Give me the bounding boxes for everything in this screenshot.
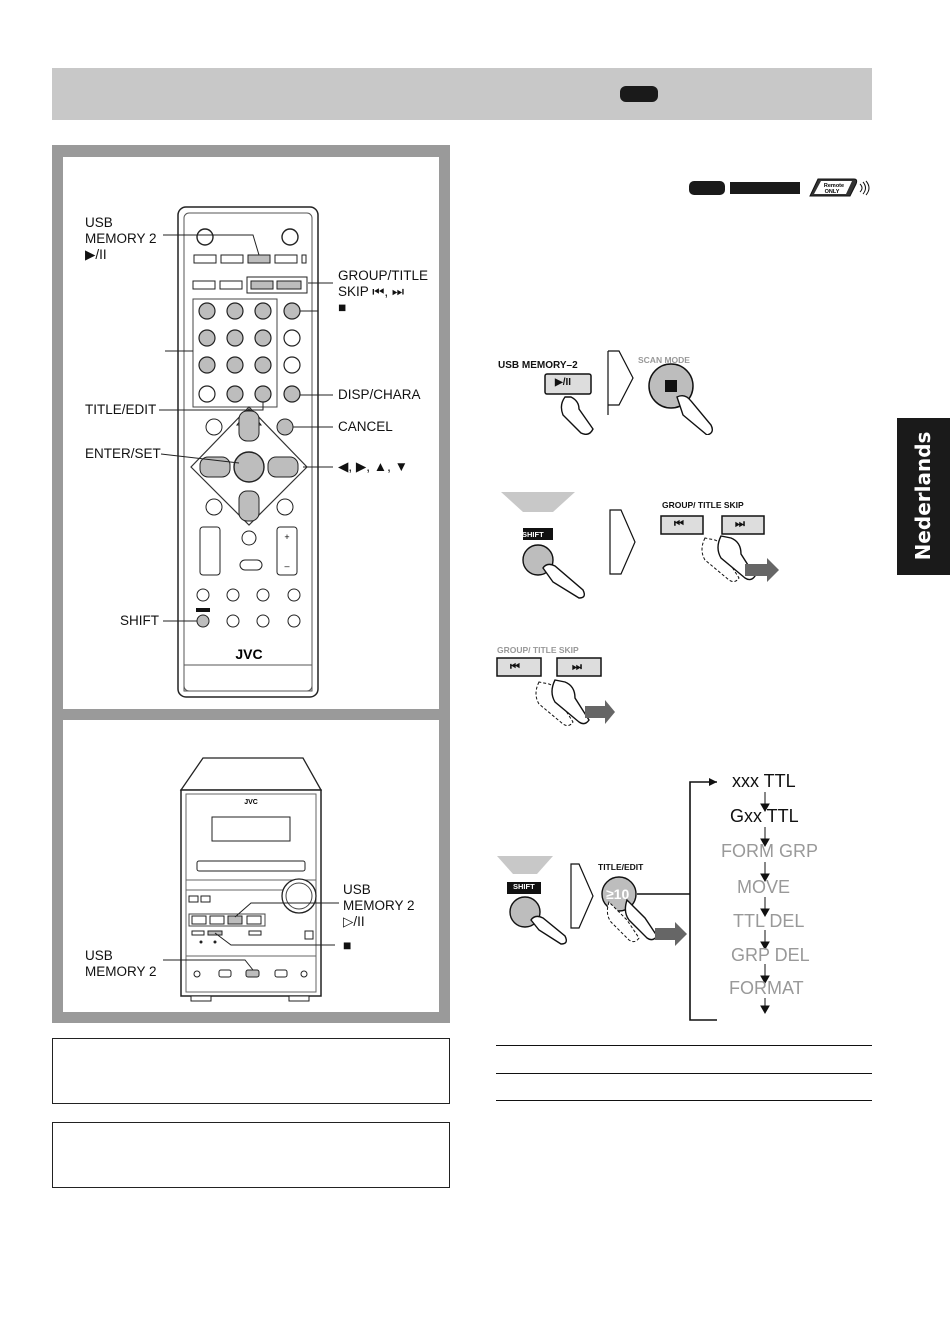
step3-group-title-skip-label: GROUP/ TITLE SKIP xyxy=(497,645,579,655)
step3-next-symbol: ⏭ xyxy=(572,661,582,673)
menu-item-format: FORMAT xyxy=(729,978,804,998)
remote-control-drawing: + – JVC xyxy=(159,206,333,698)
svg-text:–: – xyxy=(284,561,289,571)
label-title-edit: TITLE/EDIT xyxy=(85,402,157,417)
label-usb-memory-2: USB MEMORY 2 ▶/II xyxy=(85,215,157,262)
label-cursor-keys: ◀, ▶, ▲, ▼ xyxy=(338,459,408,474)
step2-prev-symbol: ⏮ xyxy=(674,518,684,530)
menu-item-gxx-ttl: Gxx TTL xyxy=(730,806,799,826)
main-unit-panel: JVC USB MEMORY 2 ▷/II ■ USB ME xyxy=(63,720,439,1012)
remote-brand-logo: JVC xyxy=(235,646,262,662)
note-box-1 xyxy=(52,1038,450,1104)
step1-usb-memory-label: USB MEMORY–2 xyxy=(498,360,578,371)
step1-scan-mode-label: SCAN MODE xyxy=(638,355,690,365)
step2-next-symbol: ⏭ xyxy=(735,518,745,530)
mode-badges: Remote ONLY xyxy=(689,178,870,197)
step2-illustration xyxy=(501,492,779,599)
header-mode-badge xyxy=(620,86,658,102)
step1-illustration xyxy=(544,350,714,435)
language-tab: Nederlands xyxy=(897,418,950,575)
menu-item-xxx-ttl: xxx TTL xyxy=(732,771,796,791)
section-header-bar xyxy=(52,68,872,120)
table-rule-top xyxy=(496,1045,872,1046)
label-cancel: CANCEL xyxy=(338,419,393,434)
remote-only-badge-line1: Remote xyxy=(824,183,844,189)
unit-brand-logo: JVC xyxy=(244,799,258,806)
table-rule-middle xyxy=(496,1073,872,1074)
menu-item-grp-del: GRP DEL xyxy=(731,945,810,965)
step4-shift-label: SHIFT xyxy=(513,882,535,891)
step2-group-title-skip-label: GROUP/ TITLE SKIP xyxy=(662,500,744,510)
step1-play-symbol: ▶/II xyxy=(555,377,572,388)
menu-item-form-grp: FORM GRP xyxy=(721,841,818,861)
note-box-2 xyxy=(52,1122,450,1188)
menu-item-move: MOVE xyxy=(737,877,791,897)
label-group-title-skip: GROUP/TITLE SKIP ⏮, ⏭ ■ xyxy=(338,268,429,315)
label-unit-stop: ■ xyxy=(343,937,352,953)
step4-illustration xyxy=(497,778,770,1021)
svg-text:+: + xyxy=(284,532,289,542)
label-unit-usb-memory-port: USB MEMORY 2 xyxy=(85,948,157,979)
step4-title-edit-label: TITLE/EDIT xyxy=(598,862,644,872)
menu-item-ttl-del: TTL DEL xyxy=(733,911,805,931)
remote-control-panel: + – JVC USB MEMORY 2 ▶/II GROUP/TITLE SK… xyxy=(63,157,439,709)
step2-shift-label: SHIFT xyxy=(522,530,544,539)
table-rule-bottom xyxy=(496,1100,872,1101)
main-unit-drawing: JVC xyxy=(163,757,339,1002)
step3-illustration xyxy=(496,657,615,727)
label-unit-usb-memory-play: USB MEMORY 2 ▷/II xyxy=(343,882,415,929)
label-disp-chara: DISP/CHARA xyxy=(338,387,421,402)
step3-prev-symbol: ⏮ xyxy=(510,661,520,673)
label-shift: SHIFT xyxy=(120,613,159,628)
remote-only-badge-line2: ONLY xyxy=(825,189,840,195)
language-tab-label: Nederlands xyxy=(911,431,935,561)
step4-ten-plus-key: ≥10 xyxy=(606,886,630,902)
label-enter-set: ENTER/SET xyxy=(85,446,161,461)
